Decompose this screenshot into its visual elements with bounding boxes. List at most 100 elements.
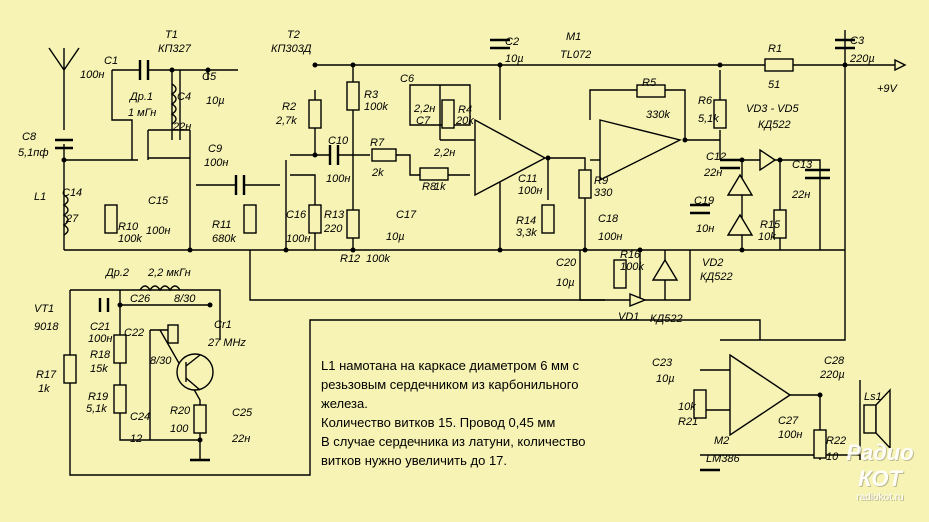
component-ref-label: R11 [212, 219, 231, 231]
component-ref-label: VT1 [34, 303, 54, 315]
watermark-logo: Радио КОТ [846, 440, 914, 491]
component-value-label: 12 [130, 433, 142, 445]
component-ref-label: Др.1 [128, 91, 153, 103]
component-ref-label: VD3 - VD5 [746, 103, 799, 115]
component-value-label: 3,3k [516, 227, 537, 239]
component-ref-label: C23 [652, 357, 673, 369]
component-value-label: 10k [678, 401, 696, 413]
component-ref-label: R13 [324, 209, 345, 221]
component-value-label: 10µ [556, 277, 575, 289]
component-value-label: 10µ [505, 53, 524, 65]
component-ref-label: R21 [678, 416, 698, 428]
component-value-label: КП303Д [271, 43, 312, 55]
component-ref-label: R16 [620, 249, 641, 261]
component-ref-label: C4 [177, 91, 191, 103]
component-value-label: TL072 [560, 49, 591, 61]
component-value-label: 2,2н [413, 103, 435, 115]
component-ref-label: C6 [400, 73, 415, 85]
component-ref-label: R1 [768, 43, 782, 55]
component-value-label: 9018 [34, 321, 59, 333]
component-value-label: 100н [326, 173, 350, 185]
component-ref-label: C20 [556, 257, 577, 269]
component-bodies [55, 38, 907, 472]
component-value-label: 100н [286, 233, 310, 245]
component-value-label: 100k [366, 253, 390, 265]
component-value-label: 2,2 мкГн [147, 267, 191, 279]
note-line: резьзовым сердечником из карбонильного [321, 377, 579, 392]
component-value-label: 22н [172, 121, 191, 133]
component-value-label: 10н [696, 223, 714, 235]
component-value-label: 1 мГн [128, 107, 156, 119]
component-value-label: 680k [212, 233, 236, 245]
note-line: железа. [321, 396, 368, 411]
component-value-label: 10k [758, 231, 776, 243]
component-value-label: 330k [646, 109, 670, 121]
component-value-label: 220µ [819, 369, 845, 381]
component-ref-label: C18 [598, 213, 619, 225]
component-ref-label: R12 [340, 253, 360, 265]
component-value-label: 100k [118, 233, 142, 245]
component-value-label: LM386 [706, 453, 741, 465]
component-value-label: 10µ [386, 231, 405, 243]
note-line: В случае сердечника из латуни, количеств… [321, 434, 586, 449]
component-ref-label: C3 [850, 35, 865, 47]
component-ref-label: VD2 [702, 257, 723, 269]
component-ref-label: VD1 [618, 311, 639, 323]
component-value-label: 100н [518, 185, 542, 197]
component-value-label: КД522 [758, 119, 791, 131]
component-ref-label: C10 [328, 135, 349, 147]
component-value-label: 2,7k [275, 115, 297, 127]
component-value-label: 100k [620, 261, 644, 273]
component-value-label: 2k [371, 167, 384, 179]
component-ref-label: R7 [370, 137, 385, 149]
component-ref-label: T1 [165, 29, 178, 41]
component-value-label: 5,1пф [18, 147, 49, 159]
supply-voltage-label: +9V [877, 83, 899, 95]
note-line: L1 намотана на каркасе диаметром 6 мм с [321, 358, 580, 373]
component-ref-label: C26 [130, 293, 151, 305]
component-ref-label: C5 [202, 71, 217, 83]
component-ref-label: C21 [90, 321, 110, 333]
watermark-url: radiokot.ru [856, 492, 904, 503]
component-ref-label: C17 [396, 209, 417, 221]
component-ref-label: C25 [232, 407, 253, 419]
component-ref-label: R2 [282, 101, 296, 113]
component-ref-label: C7 [416, 115, 431, 127]
component-ref-label: C12 [706, 151, 726, 163]
component-ref-label: R17 [36, 369, 57, 381]
component-ref-label: L1 [34, 191, 46, 203]
component-ref-label: C19 [694, 195, 714, 207]
component-value-label: 100н [80, 69, 104, 81]
component-ref-label: R5 [642, 77, 657, 89]
component-ref-label: R4 [458, 104, 472, 116]
component-ref-label: C27 [778, 415, 799, 427]
component-value-label: 27 MHz [207, 337, 246, 349]
component-value-label: 2,2н [433, 147, 455, 159]
component-ref-label: C11 [518, 173, 537, 185]
component-value-label: 27 [65, 213, 79, 225]
component-ref-label: C22 [124, 327, 144, 339]
component-value-label: 1k [434, 181, 446, 193]
component-value-label: 8/30 [174, 293, 196, 305]
component-ref-label: R9 [594, 175, 608, 187]
component-ref-label: R19 [88, 391, 108, 403]
component-value-label: КД522 [700, 271, 733, 283]
component-value-label: 100н [88, 333, 112, 345]
component-value-label: 220µ [849, 53, 875, 65]
winding-note: L1 намотана на каркасе диаметром 6 мм с … [321, 356, 621, 470]
component-ref-label: Ls1 [864, 391, 882, 403]
radiokot-watermark: Радио КОТ radiokot.ru [836, 440, 924, 503]
component-ref-label: R14 [516, 215, 536, 227]
component-ref-label: R6 [698, 95, 713, 107]
component-ref-label: C28 [824, 355, 845, 367]
component-ref-label: R3 [364, 89, 379, 101]
component-ref-label: C13 [792, 159, 813, 171]
component-ref-label: R15 [760, 219, 781, 231]
component-value-label: КП327 [158, 43, 192, 55]
component-ref-label: C9 [208, 143, 222, 155]
component-ref-label: M2 [714, 435, 729, 447]
component-ref-label: R20 [170, 405, 191, 417]
component-value-label: 100 [170, 423, 189, 435]
